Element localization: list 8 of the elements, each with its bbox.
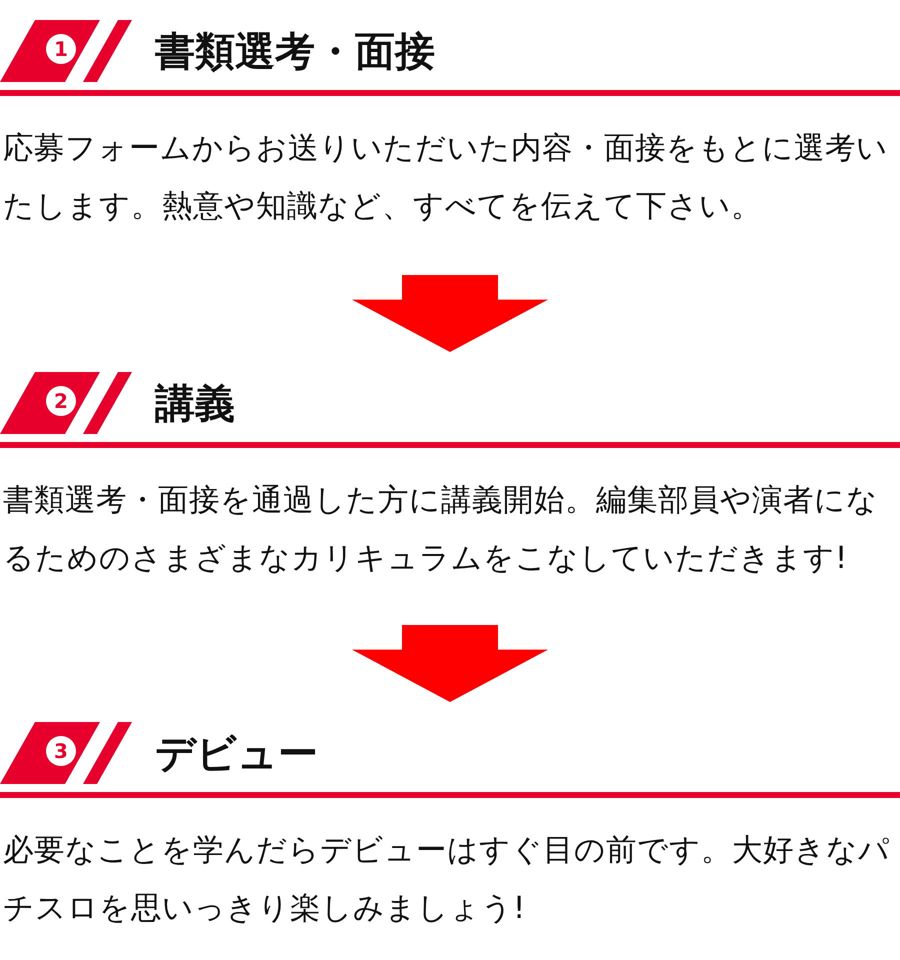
step-title: 書類選考・面接 (155, 28, 435, 77)
step-description: 必要なことを学んだらデビューはすぐ目の前です。大好きなパチスロを思いっきり楽しみましょう! (3, 832, 891, 928)
step-title: 講義 (155, 380, 235, 429)
down-arrow (352, 625, 548, 702)
down-arrow (352, 275, 548, 352)
step-description: 応募フォームからお送りいただいた内容・面接をもとに選考いたします。熱意や知識など、すべてを伝えて下さい。 (3, 130, 889, 226)
step-description: 書類選考・面接を通過した方に講義開始。編集部員や演者になるためのさまざまなカリキュラムをこなしていただきます! (3, 482, 879, 578)
step-title: デビュー (155, 730, 318, 779)
